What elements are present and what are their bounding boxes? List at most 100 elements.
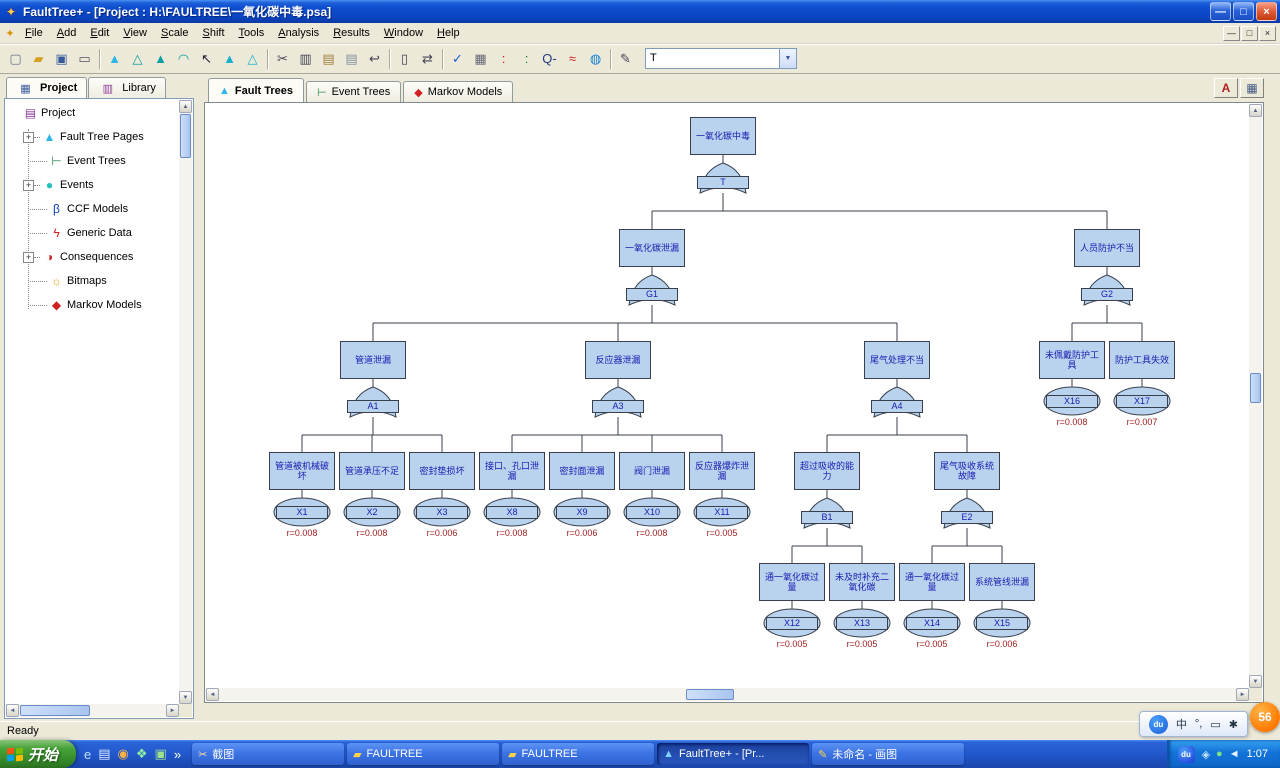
ft-tag-E2[interactable]: E2: [941, 511, 993, 524]
print-icon[interactable]: ▭: [78, 50, 91, 66]
scroll-up-icon[interactable]: ▲: [1249, 104, 1262, 117]
scroll-right-icon[interactable]: ►: [166, 704, 179, 717]
ime-lang-icon[interactable]: 中: [1175, 719, 1187, 731]
ft-event-X17[interactable]: 防护工具失效: [1109, 341, 1175, 379]
task-button-未命名-画图[interactable]: ✎未命名 - 画图: [812, 743, 965, 765]
tree-item-bitmaps[interactable]: ☼Bitmaps: [7, 269, 178, 293]
tab-fault-trees[interactable]: ▲Fault Trees: [208, 78, 304, 102]
sidebar-tab-library[interactable]: ▥Library: [88, 77, 166, 98]
new-document-icon[interactable]: ▢: [9, 50, 22, 66]
add-event-icon[interactable]: ▲: [154, 51, 167, 66]
expander-icon[interactable]: +: [23, 131, 34, 143]
ft-event-A4[interactable]: 尾气处理不当: [864, 341, 930, 379]
ft-tag-X12[interactable]: X12: [766, 617, 818, 630]
ft-event-X12[interactable]: 通一氧化碳过量: [759, 563, 825, 601]
ft-event-X11[interactable]: 反应器爆炸泄漏: [689, 452, 755, 490]
scroll-up-icon[interactable]: ▲: [179, 100, 192, 113]
tree-item-events[interactable]: +●Events: [7, 173, 178, 197]
tree-vertical-scrollbar[interactable]: ▲ ▼: [179, 100, 192, 704]
ft-event-X1[interactable]: 管道被机械破坏: [269, 452, 335, 490]
table-view-button[interactable]: ▦: [1240, 78, 1264, 98]
tree-item-markov-models[interactable]: ◆Markov Models: [7, 293, 178, 317]
scroll-right-icon[interactable]: ►: [1236, 688, 1249, 701]
menu-file[interactable]: File: [25, 27, 43, 39]
tab-markov-models[interactable]: ◆Markov Models: [403, 81, 514, 102]
ft-tag-X2[interactable]: X2: [346, 506, 398, 519]
start-button[interactable]: 开始: [0, 740, 77, 768]
scroll-down-icon[interactable]: ▼: [1249, 675, 1262, 688]
maximize-button[interactable]: □: [1233, 2, 1254, 21]
ft-tag-G1[interactable]: G1: [626, 288, 678, 301]
ft-tag-A4[interactable]: A4: [871, 400, 923, 413]
add-gate-icon[interactable]: △: [132, 50, 143, 66]
ime-toolbar[interactable]: du 中°,▭✱: [1138, 711, 1248, 737]
expander-icon[interactable]: +: [23, 251, 34, 263]
ft-tag-A3[interactable]: A3: [592, 400, 644, 413]
ft-tag-B1[interactable]: B1: [801, 511, 853, 524]
ft-event-X8[interactable]: 接口、孔口泄漏: [479, 452, 545, 490]
paste-icon[interactable]: ▤: [322, 50, 335, 66]
menu-shift[interactable]: Shift: [202, 27, 225, 39]
ft-event-X13[interactable]: 未及时补充二氧化碳: [829, 563, 895, 601]
scroll-down-icon[interactable]: ▼: [179, 691, 192, 704]
ft-event-E2[interactable]: 尾气吸收系统故障: [934, 452, 1000, 490]
screenshot-tool-icon[interactable]: ▣: [154, 746, 167, 761]
ft-event-G2[interactable]: 人员防护不当: [1074, 229, 1140, 267]
zoom-out-tree-icon[interactable]: △: [247, 50, 258, 66]
canvas-vertical-scrollbar[interactable]: ▲ ▼: [1249, 104, 1262, 688]
swap-pages-icon[interactable]: ⇄: [422, 50, 433, 66]
scroll-left-icon[interactable]: ◄: [6, 704, 19, 717]
menu-window[interactable]: Window: [383, 27, 424, 39]
canvas-vscroll-thumb[interactable]: [1250, 372, 1261, 403]
add-fault-tree-icon[interactable]: ▲: [108, 51, 121, 66]
ft-tag-X16[interactable]: X16: [1046, 395, 1098, 408]
menu-edit[interactable]: Edit: [90, 27, 110, 39]
ft-event-A1[interactable]: 管道泄漏: [340, 341, 406, 379]
text-tool-icon[interactable]: ✎: [620, 50, 631, 66]
ft-event-T[interactable]: 一氧化碳中毒: [690, 117, 756, 155]
ft-event-B1[interactable]: 超过吸收的能力: [794, 452, 860, 490]
cut-icon[interactable]: ✂: [277, 50, 288, 66]
ft-tag-X9[interactable]: X9: [556, 506, 608, 519]
ft-tag-X10[interactable]: X10: [626, 506, 678, 519]
overflow-chevron-icon[interactable]: »: [173, 746, 182, 762]
web-icon[interactable]: ◍: [589, 50, 602, 66]
ft-event-X3[interactable]: 密封垫损坏: [409, 452, 475, 490]
scroll-left-icon[interactable]: ◄: [206, 688, 219, 701]
ft-tag-X8[interactable]: X8: [486, 506, 538, 519]
menu-add[interactable]: Add: [56, 27, 77, 39]
ft-tag-A1[interactable]: A1: [347, 400, 399, 413]
ft-tag-X14[interactable]: X14: [906, 617, 958, 630]
ft-event-G1[interactable]: 一氧化碳泄漏: [619, 229, 685, 267]
show-desktop-icon[interactable]: ▤: [98, 746, 111, 761]
gate-symbol-icon[interactable]: ◠: [177, 50, 190, 66]
messenger-icon[interactable]: ❖: [135, 746, 148, 761]
ie-icon[interactable]: e: [84, 746, 92, 762]
mdi-minimize-button[interactable]: —: [1223, 25, 1240, 41]
ft-event-X10[interactable]: 阀门泄漏: [619, 452, 685, 490]
canvas-hscroll-thumb[interactable]: [685, 689, 734, 700]
ft-tag-X11[interactable]: X11: [696, 506, 748, 519]
tree-item-event-trees[interactable]: ⊢Event Trees: [7, 149, 178, 173]
ft-tag-X15[interactable]: X15: [976, 617, 1028, 630]
status-lights-red-icon[interactable]: :: [501, 51, 506, 66]
select-cursor-icon[interactable]: ↖: [201, 50, 212, 66]
ft-tag-X3[interactable]: X3: [416, 506, 468, 519]
close-button[interactable]: ×: [1256, 2, 1277, 21]
menu-tools[interactable]: Tools: [238, 27, 265, 39]
baidu-tray-icon[interactable]: du: [1177, 745, 1195, 763]
tree-hscroll-thumb[interactable]: [20, 705, 90, 716]
font-tool-button[interactable]: A: [1214, 78, 1238, 98]
baidu-ime-logo-icon[interactable]: du: [1148, 714, 1168, 734]
menu-scale[interactable]: Scale: [160, 27, 189, 39]
task-button-faultree[interactable]: ▰FAULTREE: [502, 743, 655, 765]
grid-icon[interactable]: ▦: [474, 50, 487, 66]
ime-punct-icon[interactable]: °,: [1194, 718, 1203, 730]
tree-item-project[interactable]: ▤Project: [7, 101, 178, 125]
ft-tag-G2[interactable]: G2: [1081, 288, 1133, 301]
ft-tag-X1[interactable]: X1: [276, 506, 328, 519]
mdi-close-button[interactable]: ×: [1259, 25, 1276, 41]
verify-icon[interactable]: ✓: [452, 50, 463, 66]
